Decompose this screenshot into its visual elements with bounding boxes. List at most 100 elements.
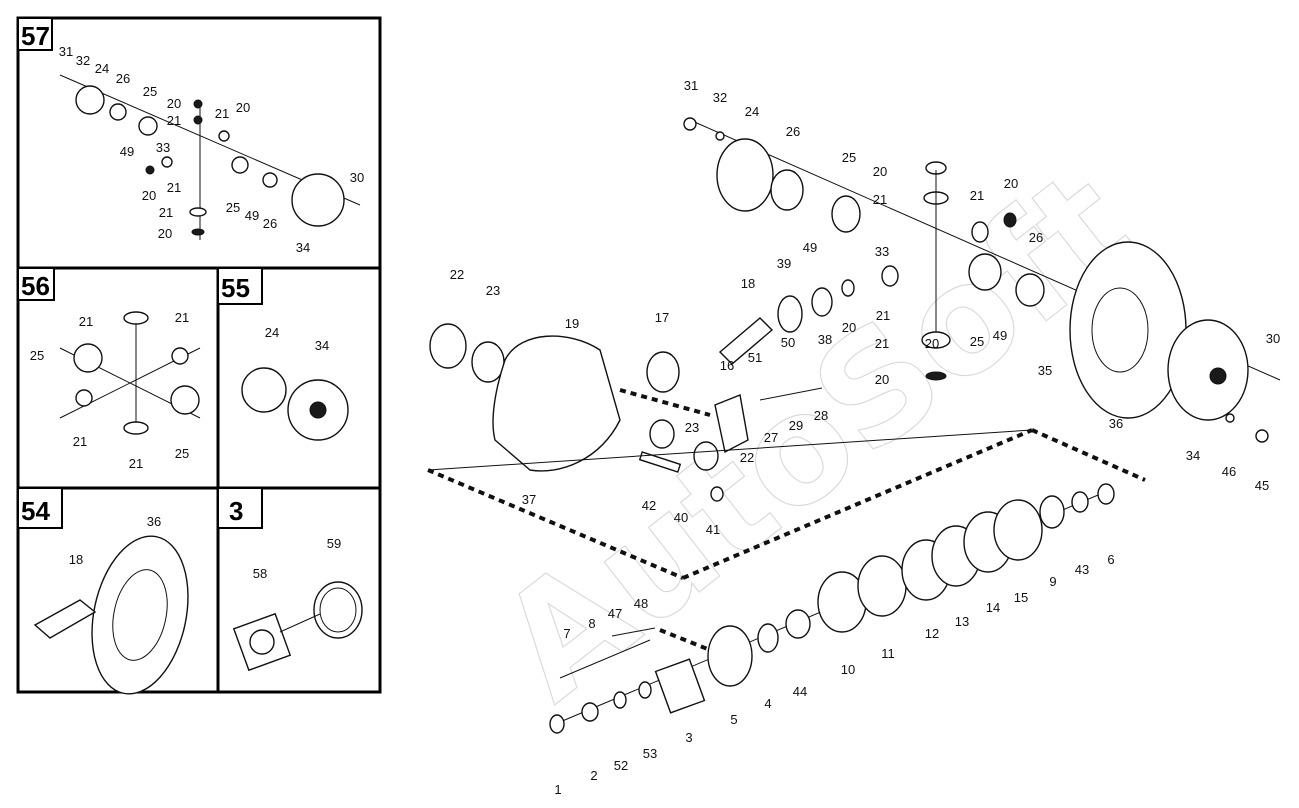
callout: 45 [1255, 478, 1269, 493]
callout: 26 [263, 216, 277, 231]
callout: 58 [253, 566, 267, 581]
callout: 25 [970, 334, 984, 349]
callout: 6 [1107, 552, 1114, 567]
callout: 22 [740, 450, 754, 465]
callout: 24 [95, 61, 109, 76]
callout: 34 [1186, 448, 1200, 463]
callout: 48 [634, 596, 648, 611]
callout: 21 [167, 113, 181, 128]
callout: 31 [59, 44, 73, 59]
callout: 21 [175, 310, 189, 325]
callout: 47 [608, 606, 622, 621]
callout: 4 [764, 696, 771, 711]
callout: 11 [881, 646, 895, 661]
callout: 49 [993, 328, 1007, 343]
callout: 20 [158, 226, 172, 241]
callout: 37 [522, 492, 536, 507]
inset-box-54: 54 [16, 486, 220, 695]
callout: 39 [777, 256, 791, 271]
callout: 19 [565, 316, 579, 331]
callout: 24 [745, 104, 759, 119]
callouts-lower: 7 8 47 48 1 2 52 53 3 5 4 44 10 11 12 13… [554, 552, 1114, 797]
callout: 23 [685, 420, 699, 435]
callout: 46 [1222, 464, 1236, 479]
callout: 21 [875, 336, 889, 351]
callout: 10 [841, 662, 855, 677]
lower-assembly [549, 483, 1115, 734]
box-number-56: 56 [21, 271, 50, 301]
callout: 38 [818, 332, 832, 347]
callout: 21 [167, 180, 181, 195]
box-number-55: 55 [221, 273, 250, 303]
callout: 40 [674, 510, 688, 525]
callout: 31 [684, 78, 698, 93]
callout: 21 [873, 192, 887, 207]
main-assembly [429, 117, 1281, 502]
callout: 21 [876, 308, 890, 323]
callout: 5 [730, 712, 737, 727]
callout: 23 [486, 283, 500, 298]
box-number-54: 54 [21, 496, 50, 526]
callout: 3 [685, 730, 692, 745]
callout: 21 [159, 205, 173, 220]
callout: 35 [1038, 363, 1052, 378]
callout: 36 [1109, 416, 1123, 431]
callout: 20 [925, 336, 939, 351]
callout: 32 [76, 53, 90, 68]
callout: 20 [236, 100, 250, 115]
callout: 16 [720, 358, 734, 373]
callout: 21 [73, 434, 87, 449]
callout: 13 [955, 614, 969, 629]
callouts-box-3: 58 59 [253, 536, 341, 581]
callout: 20 [1004, 176, 1018, 191]
callout: 25 [842, 150, 856, 165]
callout: 25 [175, 446, 189, 461]
callout: 2 [590, 768, 597, 783]
callouts-box-54: 36 18 [69, 514, 161, 567]
callout: 49 [120, 144, 134, 159]
callout: 25 [226, 200, 240, 215]
callout: 21 [129, 456, 143, 471]
callout: 28 [814, 408, 828, 423]
callout: 18 [741, 276, 755, 291]
box-number-57: 57 [21, 21, 50, 51]
inset-box-3: 3 [216, 486, 382, 694]
callout: 36 [147, 514, 161, 529]
callout: 41 [706, 522, 720, 537]
callout: 21 [970, 188, 984, 203]
callouts-main: 31 32 24 26 25 20 21 21 20 33 21 20 25 4… [450, 78, 1280, 537]
callout: 1 [554, 782, 561, 797]
callout: 34 [296, 240, 310, 255]
callout: 25 [30, 348, 44, 363]
callout: 49 [803, 240, 817, 255]
callout: 21 [79, 314, 93, 329]
callout: 21 [215, 106, 229, 121]
callout: 26 [786, 124, 800, 139]
callout: 50 [781, 335, 795, 350]
callout: 26 [116, 71, 130, 86]
callout: 34 [315, 338, 329, 353]
callout: 20 [875, 372, 889, 387]
callout: 26 [1029, 230, 1043, 245]
callout: 24 [265, 325, 279, 340]
callout: 30 [1266, 331, 1280, 346]
callout: 33 [875, 244, 889, 259]
callouts-box-57: 31 32 24 26 25 20 21 21 20 33 49 20 21 2… [59, 44, 364, 255]
callout: 20 [167, 96, 181, 111]
inset-box-57: 57 [16, 16, 382, 270]
callout: 22 [450, 267, 464, 282]
callouts-box-55: 24 34 [265, 325, 329, 353]
callout: 43 [1075, 562, 1089, 577]
callout: 33 [156, 140, 170, 155]
callout: 52 [614, 758, 628, 773]
callout: 29 [789, 418, 803, 433]
callout: 20 [842, 320, 856, 335]
callout: 32 [713, 90, 727, 105]
callout: 20 [873, 164, 887, 179]
callouts-box-56: 21 21 25 21 25 21 [30, 310, 189, 471]
callout: 12 [925, 626, 939, 641]
callout: 30 [350, 170, 364, 185]
callout: 7 [563, 626, 570, 641]
callout: 44 [793, 684, 807, 699]
